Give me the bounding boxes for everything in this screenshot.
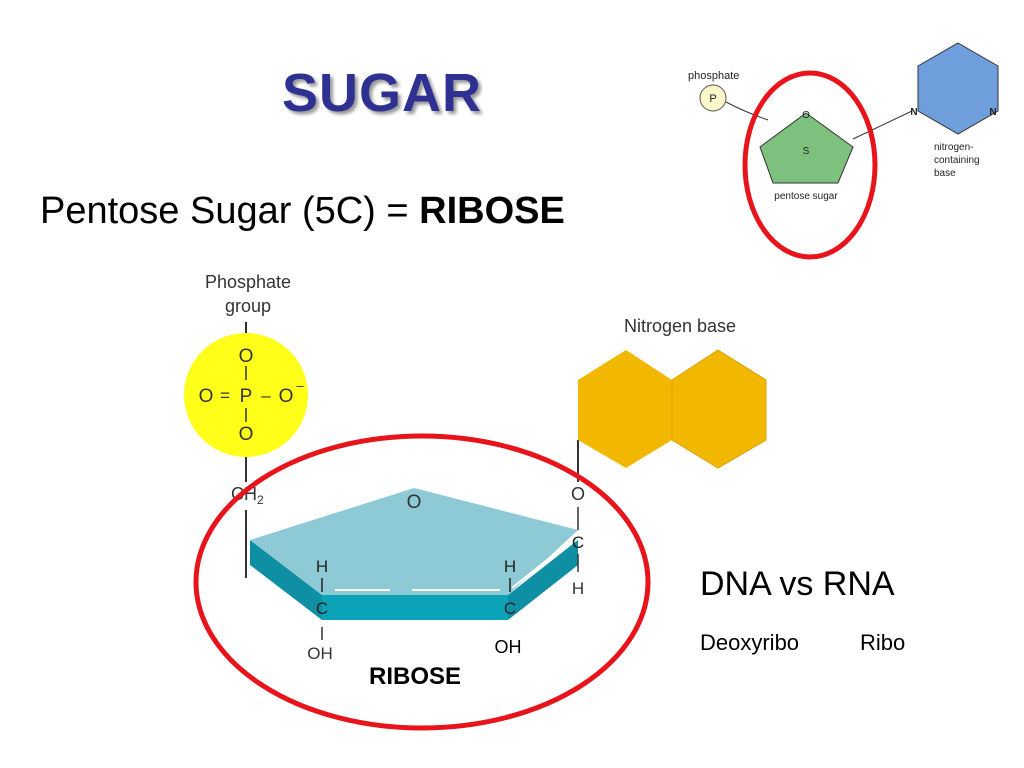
- phosphate-title-line2: group: [225, 296, 271, 316]
- mid-c: C: [504, 599, 516, 618]
- mini-sugar-symbol: S: [803, 146, 810, 157]
- mini-glycosidic-bond: [852, 110, 913, 140]
- ribose-label-background: [350, 655, 482, 693]
- mini-base-n1: N: [910, 107, 917, 118]
- mini-base-label-2: containing: [934, 155, 980, 166]
- comparison-ribo: Ribo: [860, 630, 906, 655]
- comparison-title: DNA vs RNA: [700, 565, 895, 603]
- mini-nucleotide-diagram: phosphate P O S pentose sugar N N nitrog…: [688, 42, 999, 260]
- link-oxygen: O: [571, 484, 585, 504]
- ribose-label: RIBOSE: [369, 663, 461, 690]
- phosphate-title-line1: Phosphate: [205, 272, 291, 292]
- mini-phosphate-bond: [725, 101, 769, 121]
- left-c: C: [316, 599, 328, 618]
- slide-subtitle: Pentose Sugar (5C) = RIBOSE: [40, 190, 565, 233]
- phosphate-o-bottom: O: [239, 424, 254, 445]
- ribose-right-side: [508, 540, 578, 620]
- comparison-deoxyribo: Deoxyribo: [700, 630, 800, 655]
- right-oh: OH: [495, 637, 522, 657]
- subtitle-prefix: Pentose Sugar (5C) =: [40, 190, 420, 232]
- ribose-highlight-ring: [193, 433, 651, 731]
- ribose-front-side: [322, 595, 508, 620]
- nucleotide-structure-diagram: Phosphate group O O = P – O – O CH2 O H …: [184, 272, 767, 731]
- phosphate-charge: –: [296, 378, 304, 393]
- left-oh: OH: [307, 644, 333, 663]
- ribose-highlight-right: [511, 547, 563, 589]
- mini-base-hexagon: [917, 42, 999, 135]
- subtitle-emphasis: RIBOSE: [419, 190, 565, 232]
- mini-highlight-ring: [742, 70, 878, 260]
- ribose-top-face: [250, 488, 578, 595]
- phosphate-o-left: O: [199, 386, 214, 407]
- phosphate-single-bond: –: [261, 386, 271, 405]
- right-c: C: [572, 533, 584, 552]
- phosphate-p: P: [240, 386, 253, 407]
- mini-phosphate-circle: [699, 84, 727, 112]
- left-h: H: [316, 557, 328, 576]
- slide-title: SUGAR: [281, 63, 482, 123]
- ribose-left-side: [250, 540, 322, 620]
- phosphate-o-right: O: [279, 386, 294, 407]
- phosphate-double-bond: =: [220, 386, 230, 405]
- mini-base-n2: N: [989, 107, 996, 118]
- ring-oxygen: O: [407, 492, 422, 513]
- ch2-subscript: 2: [257, 493, 264, 507]
- mini-phosphate-symbol: P: [709, 93, 716, 105]
- base-ring-2: [671, 349, 767, 469]
- phosphate-circle: [184, 333, 308, 457]
- mid-h: H: [504, 557, 516, 576]
- mini-base-label-3: base: [934, 168, 956, 179]
- mini-phosphate-label: phosphate: [688, 70, 739, 82]
- mini-sugar-pentagon: [759, 112, 854, 184]
- nitrogen-base-title: Nitrogen base: [624, 316, 736, 336]
- right-h: H: [572, 579, 584, 598]
- phosphate-o-top: O: [239, 346, 254, 367]
- mini-sugar-label: pentose sugar: [774, 191, 838, 202]
- mini-sugar-oxygen: O: [802, 110, 810, 121]
- mini-base-label-1: nitrogen-: [934, 142, 973, 153]
- base-ring-1: [578, 350, 672, 468]
